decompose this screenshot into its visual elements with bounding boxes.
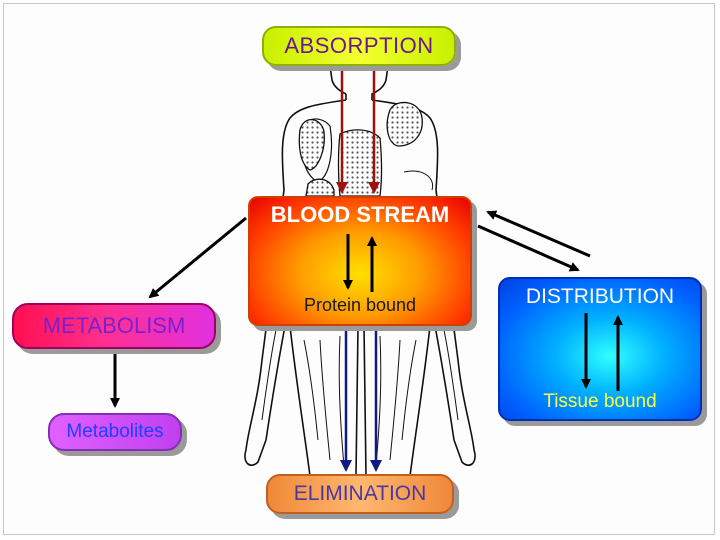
elimination-arrows — [340, 330, 382, 472]
distribution-exchange-arrows — [477, 210, 591, 272]
metabolism-box: METABOLISM — [12, 303, 216, 349]
metabolites-box: Metabolites — [48, 413, 182, 451]
stomach-organ — [386, 101, 423, 147]
protein-binding-arrows — [343, 234, 377, 292]
intestine-organ — [337, 129, 383, 197]
blood-stream-box: BLOOD STREAM Protein bound — [248, 196, 472, 326]
distribution-subtitle: Tissue bound — [543, 391, 657, 412]
lung-organ — [298, 119, 325, 171]
blood-stream-title: BLOOD STREAM — [270, 202, 450, 227]
metabolism-label: METABOLISM — [42, 313, 186, 338]
absorption-box: ABSORPTION — [262, 26, 456, 66]
absorption-arrows — [336, 68, 380, 194]
kidney-organ — [305, 178, 335, 197]
metabolites-label: Metabolites — [66, 421, 164, 442]
blood-stream-subtitle: Protein bound — [303, 295, 417, 315]
absorption-label: ABSORPTION — [284, 33, 434, 58]
distribution-title: DISTRIBUTION — [525, 285, 675, 308]
distribution-box: DISTRIBUTION Tissue bound — [498, 277, 702, 421]
to-metabolism-arrow — [148, 216, 247, 299]
elimination-box: ELIMINATION — [266, 474, 454, 514]
organ-regions — [298, 101, 423, 197]
elimination-label: ELIMINATION — [293, 482, 427, 505]
tissue-binding-arrows — [581, 313, 623, 391]
